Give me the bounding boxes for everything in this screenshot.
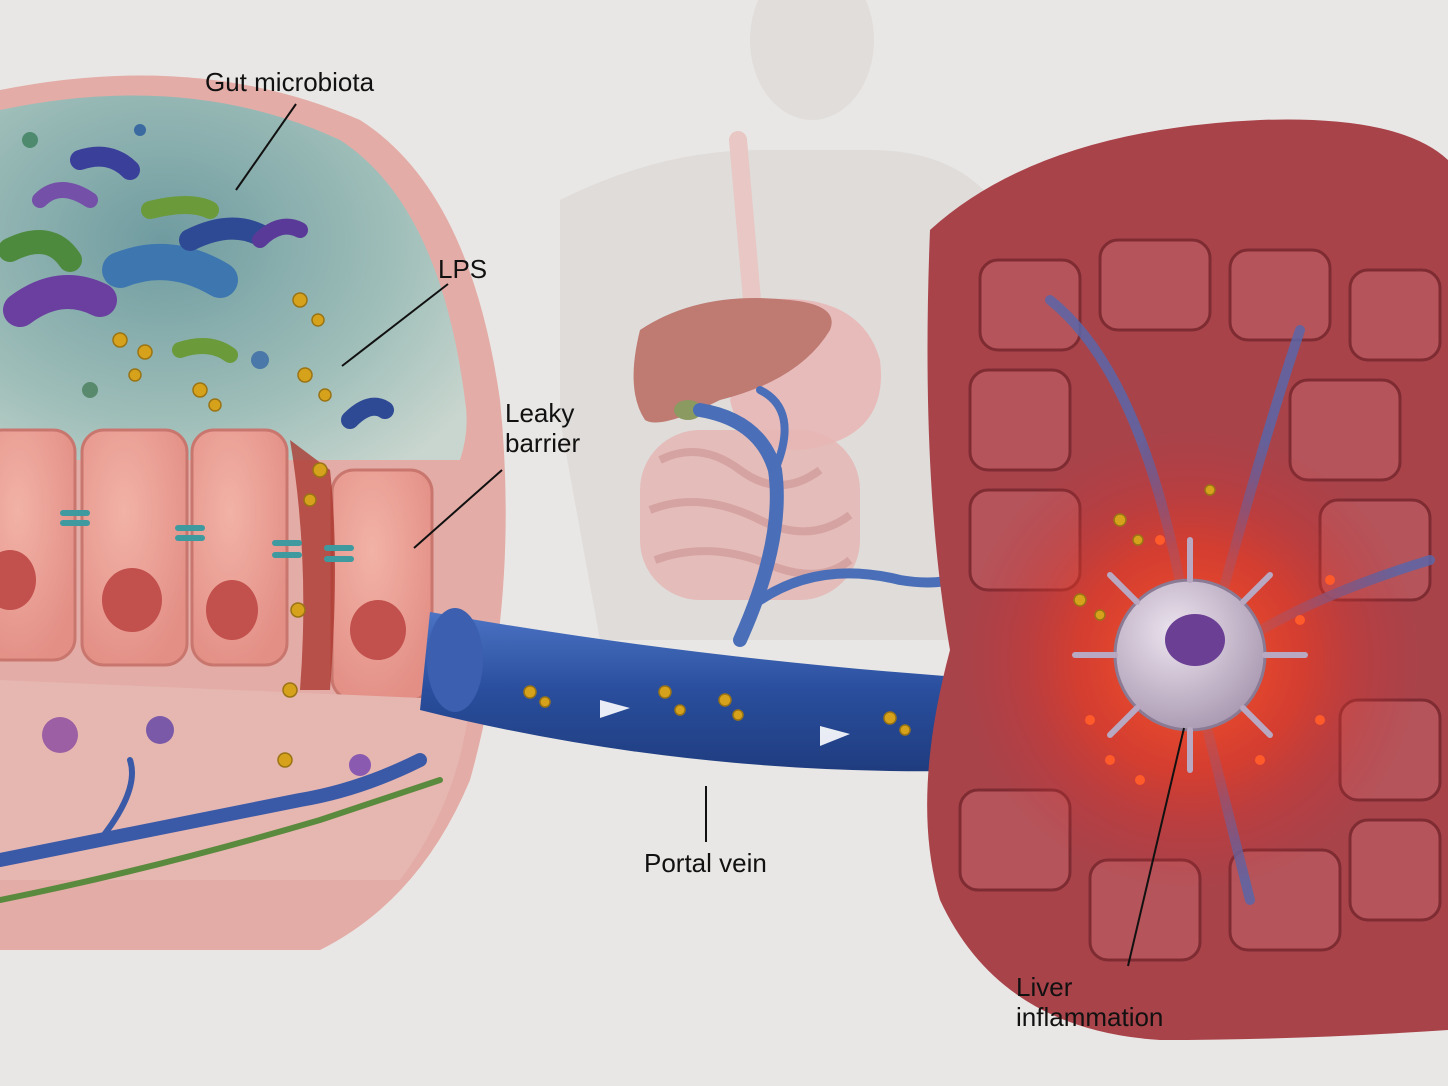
lps-molecules-gut [112,292,332,768]
gut-section [0,75,506,951]
leader-leaky-barrier [413,469,503,549]
submucosa-vessels [0,753,443,903]
inflammatory-particles [1085,535,1335,785]
label-liver-inflammation: Liver inflammation [1016,972,1164,1032]
leader-lps [341,283,449,367]
leader-liver-inflammation [1127,727,1185,967]
label-lps: LPS [438,254,488,284]
leader-gut-microbiota [235,103,297,191]
label-leaky-barrier: Leaky barrier [505,398,581,458]
bacteria [0,124,394,429]
label-gut-microbiota: Gut microbiota [205,67,375,97]
leader-lines [235,103,1185,967]
liver-organ [633,298,832,423]
liver-section [927,119,1448,1040]
label-portal-vein: Portal vein [644,848,767,878]
gallbladder [674,400,702,420]
kupffer-cell [1072,537,1308,773]
epithelial-cells [0,428,434,702]
